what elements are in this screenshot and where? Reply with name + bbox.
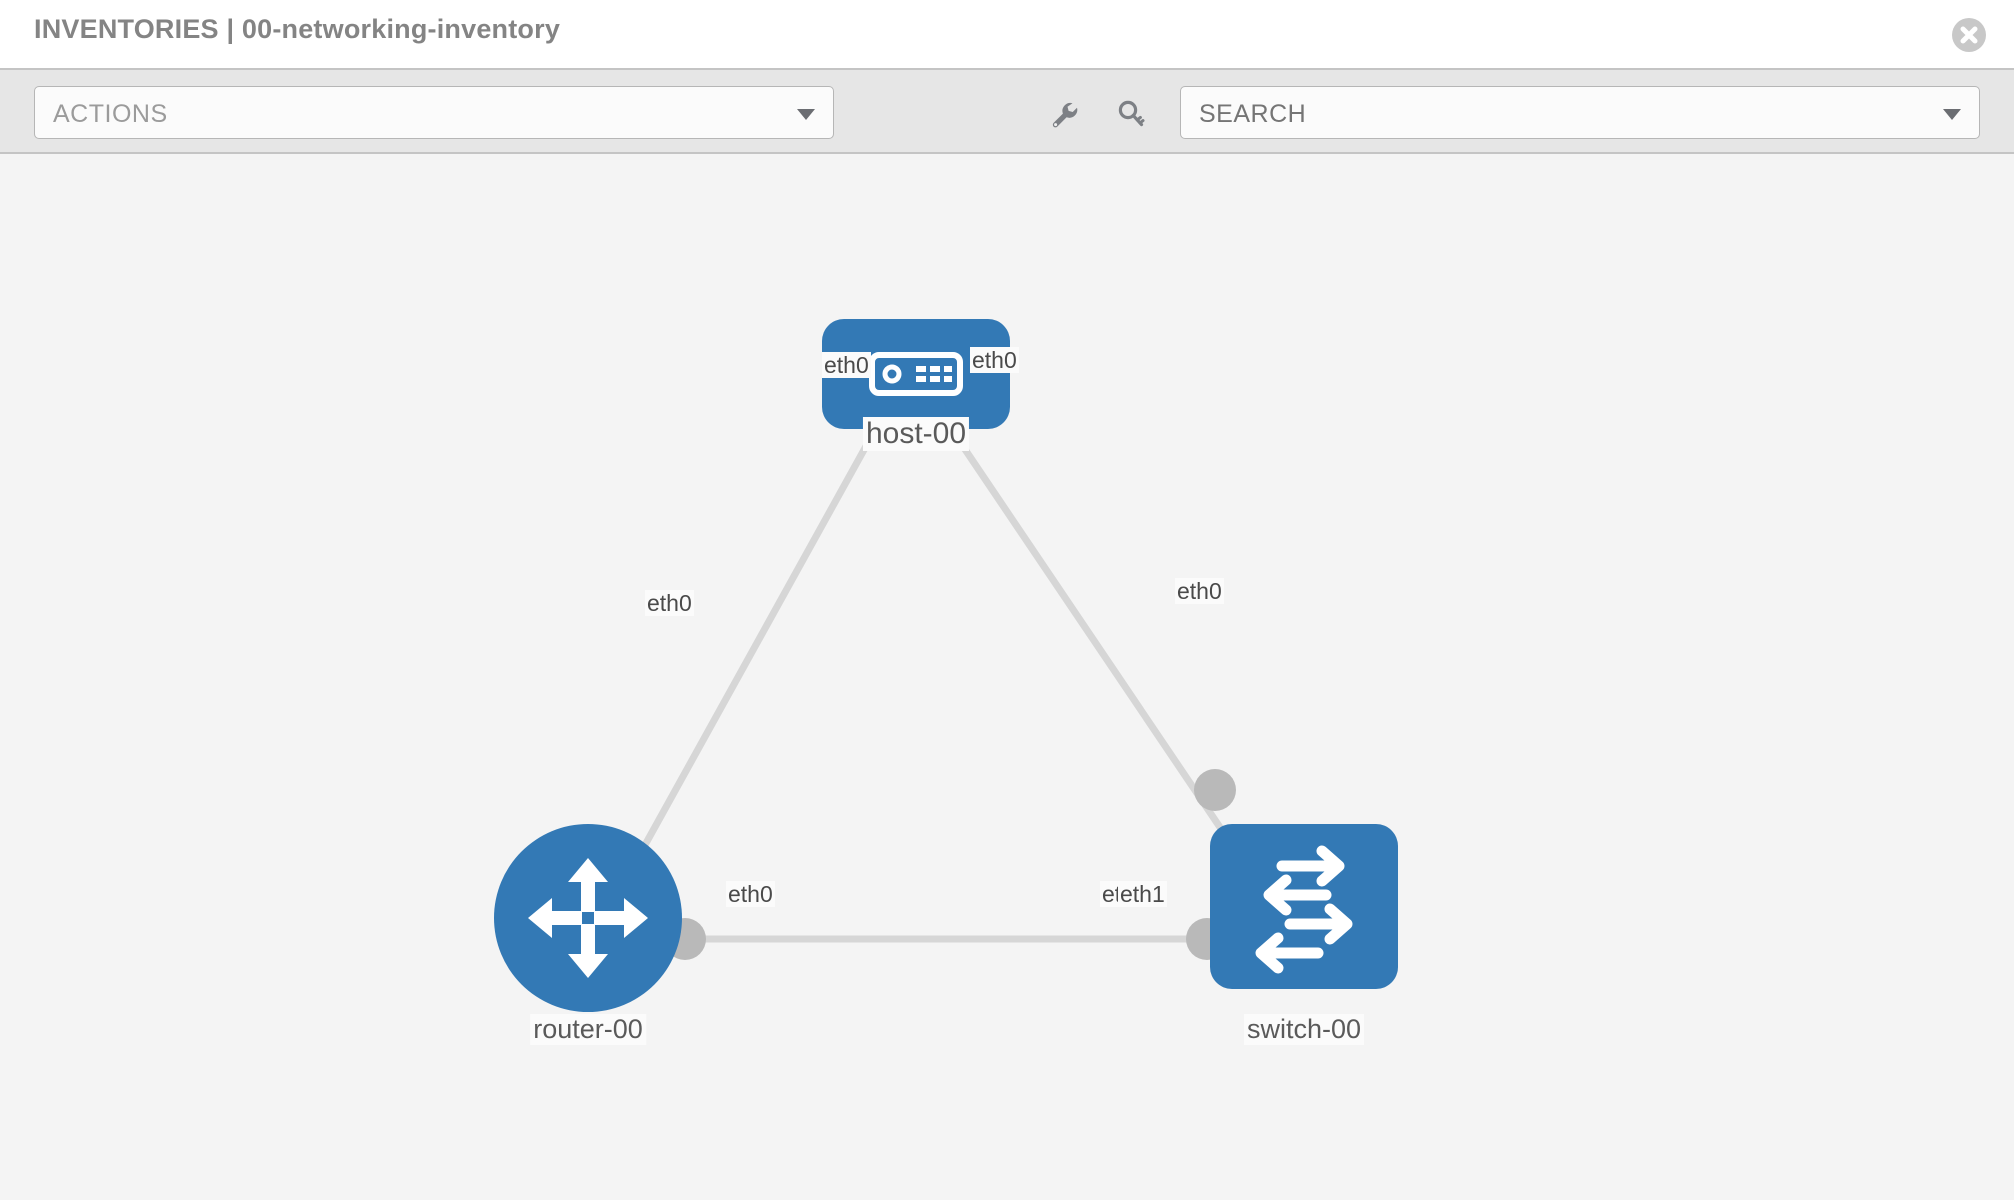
topology-links bbox=[636, 437, 1241, 943]
node-label-router-00: router-00 bbox=[530, 1014, 646, 1045]
endpoint-switch-top bbox=[1194, 769, 1236, 811]
iface-label-host-left: eth0 bbox=[822, 352, 871, 378]
link-host-switch[interactable] bbox=[955, 437, 1241, 856]
key-icon[interactable] bbox=[1114, 98, 1148, 132]
router-arrows-icon bbox=[494, 824, 682, 1017]
iface-label-switch-up: eth0 bbox=[1175, 578, 1224, 604]
router-node-shape bbox=[494, 824, 682, 1012]
wrench-icon[interactable] bbox=[1048, 98, 1082, 132]
close-icon[interactable] bbox=[1952, 18, 1986, 52]
link-host-router[interactable] bbox=[636, 437, 874, 856]
chevron-down-icon bbox=[797, 109, 815, 120]
search-input[interactable] bbox=[1199, 100, 1899, 129]
topology-canvas[interactable]: host-00 route bbox=[0, 154, 2014, 1200]
switch-node-shape bbox=[1210, 824, 1398, 989]
page-header: INVENTORIES | 00-networking-inventory bbox=[0, 0, 2014, 68]
server-icon bbox=[822, 319, 1010, 434]
iface-label-switch-left: eth1 bbox=[1118, 881, 1167, 907]
iface-label-router-right: eth0 bbox=[726, 881, 775, 907]
page-title: INVENTORIES | 00-networking-inventory bbox=[34, 14, 561, 44]
switch-arrows-icon bbox=[1210, 824, 1398, 994]
topology-node-switch-00[interactable]: switch-00 bbox=[1210, 824, 1398, 1052]
actions-dropdown[interactable]: ACTIONS bbox=[34, 86, 834, 139]
node-label-host-00: host-00 bbox=[862, 417, 970, 451]
search-field[interactable] bbox=[1180, 86, 1980, 139]
toolbar: ACTIONS bbox=[0, 68, 2014, 154]
actions-dropdown-label: ACTIONS bbox=[53, 100, 168, 128]
chevron-down-icon[interactable] bbox=[1943, 109, 1961, 120]
iface-label-router-up: eth0 bbox=[645, 590, 694, 616]
node-label-switch-00: switch-00 bbox=[1243, 1014, 1365, 1045]
topology-node-router-00[interactable]: router-00 bbox=[494, 824, 682, 1052]
iface-label-host-right: eth0 bbox=[970, 347, 1019, 373]
topology-node-host-00[interactable]: host-00 bbox=[822, 319, 1010, 467]
